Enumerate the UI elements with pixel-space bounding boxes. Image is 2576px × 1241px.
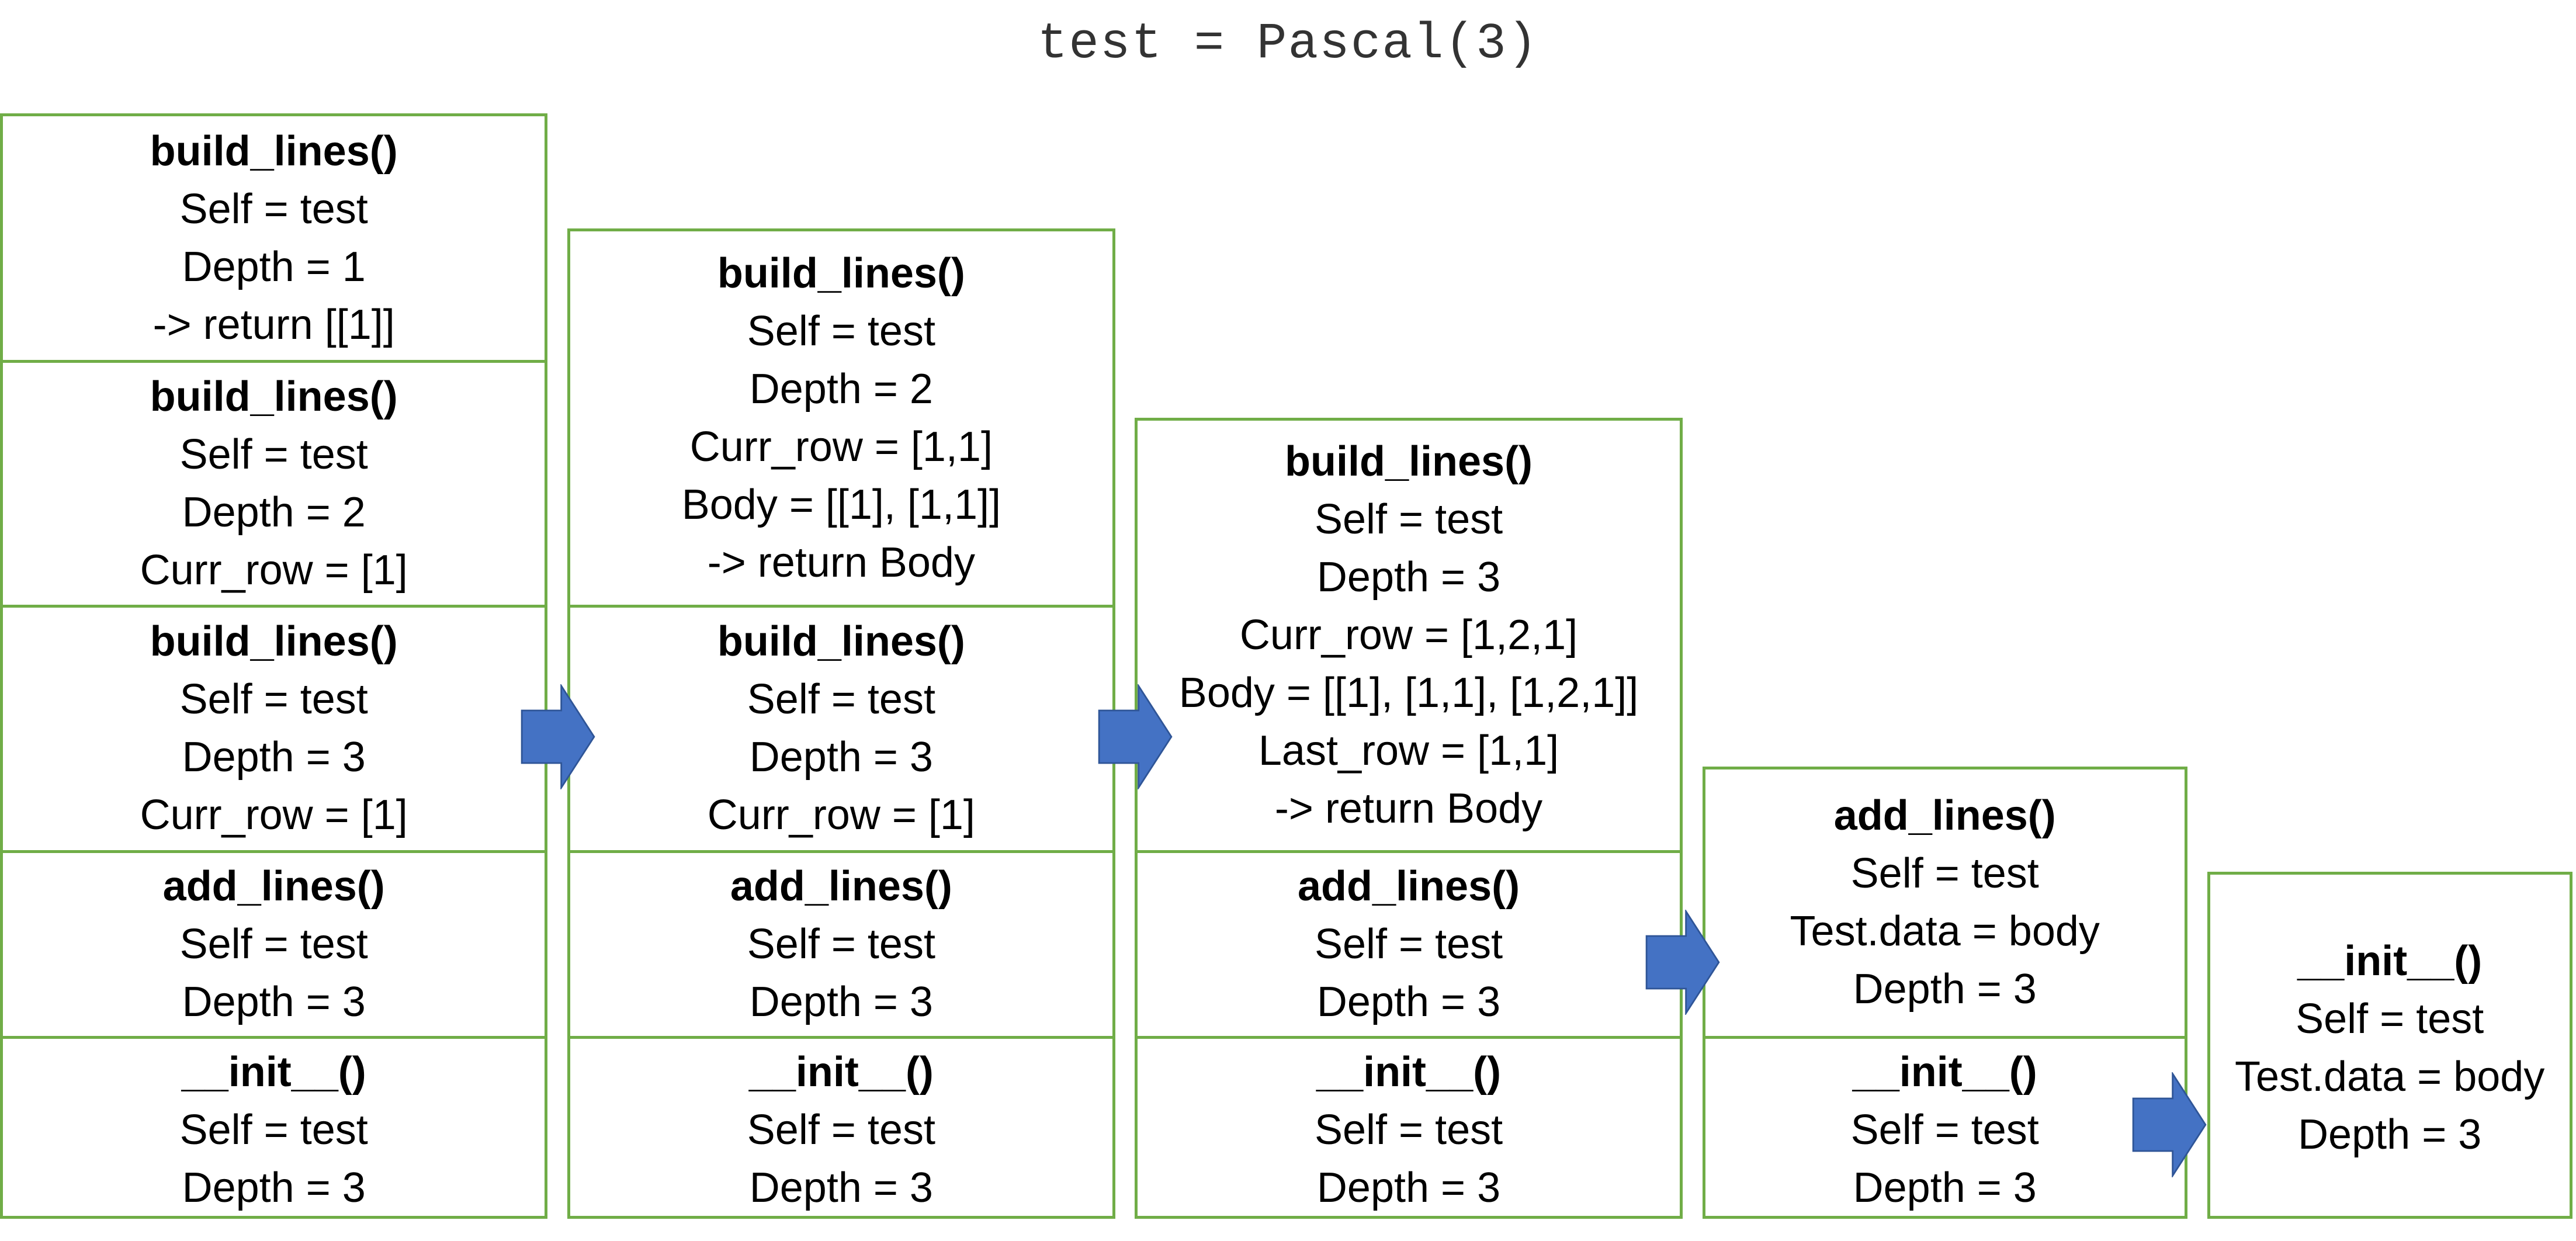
function-name: build_lines() (150, 127, 398, 175)
frame-variable: Curr_row = [1] (707, 792, 975, 839)
frame-variable: Self = test (179, 431, 368, 479)
frame-variable: Curr_row = [1] (140, 547, 408, 594)
frame-variable: Curr_row = [1,2,1] (1239, 611, 1578, 658)
diagram-title: test = Pascal(3) (1037, 15, 1539, 72)
function-name: add_lines() (162, 862, 385, 910)
frame-variable: Depth = 3 (182, 734, 366, 781)
arrow-shape (1645, 909, 1720, 1015)
function-name: add_lines() (1298, 862, 1520, 910)
arrow-shape (521, 684, 595, 790)
frame-variable: Depth = 3 (1316, 1164, 1501, 1211)
function-name: build_lines() (1285, 438, 1533, 485)
frame-variable: -> return [[1]] (152, 301, 395, 348)
frame-variable: Depth = 3 (1316, 553, 1501, 601)
function-name: __init__() (1316, 1048, 1502, 1096)
frame-variable: Self = test (747, 307, 935, 355)
frame-variable: Self = test (1314, 920, 1503, 968)
frame-variable: Self = test (747, 1106, 935, 1153)
function-name: build_lines() (717, 249, 965, 297)
function-name: build_lines() (150, 618, 398, 665)
function-name: __init__() (181, 1048, 366, 1096)
function-name: build_lines() (150, 373, 398, 421)
frame-variable: Self = test (1850, 1106, 2039, 1153)
frame-variable: Body = [[1], [1,1]] (681, 481, 1001, 528)
frame-variable: Depth = 3 (1853, 1164, 2037, 1211)
frame-variable: Body = [[1], [1,1], [1,2,1]] (1178, 669, 1639, 716)
frame-variable: Self = test (1314, 1106, 1503, 1153)
frame-variable: Depth = 3 (182, 1164, 366, 1211)
frame-variable: Self = test (179, 1106, 368, 1153)
function-name: add_lines() (1833, 792, 2056, 839)
frame-variable: Depth = 3 (749, 1164, 933, 1211)
right-arrow-icon (1098, 684, 1173, 790)
function-name: __init__() (1852, 1048, 2037, 1096)
arrow-shape (2132, 1072, 2207, 1178)
right-arrow-icon (1645, 909, 1720, 1015)
function-name: __init__() (2297, 937, 2483, 985)
frame-variable: Depth = 2 (182, 489, 366, 536)
function-name: build_lines() (717, 618, 965, 665)
frame-variable: Depth = 1 (182, 243, 366, 290)
frame-variable: Curr_row = [1,1] (689, 423, 993, 470)
frame-variable: Depth = 3 (1316, 978, 1501, 1025)
frame-variable: Depth = 3 (182, 978, 366, 1025)
frame-variable: Last_row = [1,1] (1258, 727, 1559, 774)
right-arrow-icon (521, 684, 595, 790)
frame-variable: Depth = 3 (1853, 965, 2037, 1013)
frame-variable: Self = test (179, 920, 368, 968)
frame-variable: Self = test (1314, 495, 1503, 543)
frame-variable: -> return Body (707, 539, 975, 586)
right-arrow-icon (2132, 1072, 2207, 1178)
frame-variable: Depth = 3 (749, 978, 933, 1025)
frame-variable: Self = test (747, 676, 935, 723)
frame-variable: Self = test (179, 185, 368, 233)
frame-variable: Depth = 3 (749, 734, 933, 781)
frame-variable: Curr_row = [1] (140, 792, 408, 839)
function-name: add_lines() (730, 862, 952, 910)
arrow-shape (1098, 684, 1173, 790)
frame-variable: Self = test (1850, 850, 2039, 897)
frame-variable: Test.data = body (1790, 907, 2100, 955)
frame-variable: Self = test (747, 920, 935, 968)
function-name: __init__() (748, 1048, 934, 1096)
frame-variable: Depth = 2 (749, 365, 933, 412)
frame-variable: Self = test (179, 676, 368, 723)
frame-variable: Self = test (2296, 995, 2484, 1042)
frame-variable: Test.data = body (2234, 1053, 2545, 1100)
frame-variable: Depth = 3 (2298, 1111, 2482, 1158)
frame-variable: -> return Body (1274, 785, 1543, 832)
